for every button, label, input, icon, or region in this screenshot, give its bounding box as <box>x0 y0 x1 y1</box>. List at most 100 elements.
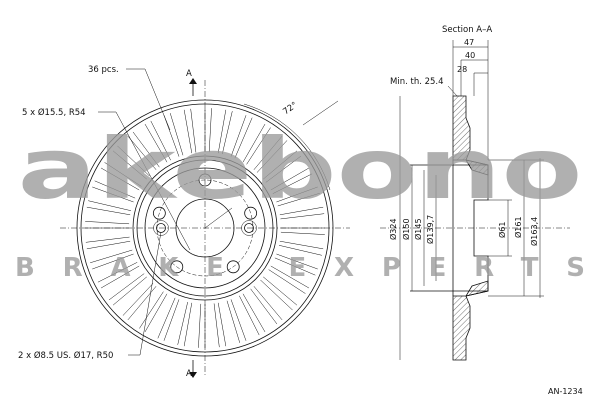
vane-line <box>230 299 247 341</box>
vane-line <box>183 109 193 154</box>
vane-line <box>112 276 147 306</box>
vane-line <box>127 286 157 321</box>
callout-min-thickness: Min. th. 25.4 <box>390 77 444 87</box>
vane-line <box>108 273 145 301</box>
vane-line <box>86 240 131 250</box>
vane-line <box>279 240 324 250</box>
callout-bolt-holes: 5 x Ø15.5, R54 <box>22 107 86 118</box>
leader-vanes <box>126 68 171 131</box>
vane-line <box>104 162 142 187</box>
angle-extension <box>302 100 339 126</box>
bolt-hole <box>226 260 240 274</box>
dia-163-4: Ø163,4 <box>529 217 539 246</box>
vane-line <box>263 150 298 180</box>
vane-line <box>217 302 227 347</box>
section-mark-top: A <box>186 69 192 79</box>
vane-line <box>92 253 134 270</box>
section-view: Section A–A 47 40 28 Min. th. 25.4 <box>380 25 570 361</box>
vane-line <box>86 206 131 216</box>
cooling-vanes <box>85 108 325 348</box>
vane-line <box>190 108 197 153</box>
leader-min-thickness <box>447 85 458 97</box>
vane-line <box>177 301 188 345</box>
dim-40: 40 <box>465 51 475 60</box>
vane-line <box>242 293 266 333</box>
vane-line <box>127 135 157 170</box>
vane-line <box>94 180 136 199</box>
vane-line <box>88 200 132 211</box>
vane-line <box>263 276 298 306</box>
section-title: Section A–A <box>442 25 492 35</box>
callout-angle: 72° <box>281 100 299 117</box>
bolt-hole <box>152 206 166 220</box>
vane-line <box>183 302 193 347</box>
vane-line <box>208 108 212 153</box>
vane-line <box>277 192 320 207</box>
vane-line <box>280 231 325 235</box>
friction-ring-top <box>452 95 471 161</box>
vane-line <box>132 131 160 168</box>
vane-line <box>268 269 306 294</box>
vane-line <box>253 286 283 321</box>
vane-line <box>253 135 283 170</box>
callout-vanes: 36 pcs. <box>88 65 119 75</box>
vane-line <box>144 293 168 333</box>
section-arrow-bottom <box>189 372 197 378</box>
vane-line <box>276 253 318 270</box>
watermark-tagline: BRAKE EXPERTS <box>15 253 585 283</box>
angle-ray <box>204 207 233 229</box>
dia-324: Ø324 <box>388 218 398 240</box>
section-arrow-top <box>189 78 197 84</box>
footer-code: AN-1234 <box>548 387 583 396</box>
hat-wall-top <box>465 159 489 176</box>
vane-line <box>246 127 271 165</box>
dim-28: 28 <box>457 65 467 74</box>
vane-line <box>92 186 134 203</box>
bolt-hole <box>170 260 184 274</box>
vane-line <box>100 265 140 289</box>
vane-line <box>265 155 302 183</box>
vane-line <box>230 115 247 157</box>
vane-line <box>280 213 325 220</box>
vane-line <box>85 236 130 243</box>
vane-line <box>163 299 180 341</box>
vane-line <box>85 221 130 225</box>
angle-arc <box>243 103 331 191</box>
vane-line <box>144 123 168 163</box>
vane-line <box>256 140 288 173</box>
vane-line <box>260 279 293 311</box>
callout-aux-holes: 2 x Ø8.5 US. Ø17, R50 <box>18 350 113 361</box>
watermark-logo: akebono <box>18 120 583 218</box>
vane-line <box>272 173 313 194</box>
vane-line <box>234 117 253 159</box>
section-mark-bottom: A <box>186 369 192 379</box>
vane-line <box>198 303 202 348</box>
dia-61: Ø61 <box>497 222 507 238</box>
vane-line <box>139 291 164 329</box>
vane-line <box>270 167 310 191</box>
leader-bolt-holes <box>98 111 191 251</box>
leader-aux-holes <box>128 231 162 356</box>
bolt-hole <box>244 206 258 220</box>
vane-line <box>276 186 318 203</box>
vane-line <box>242 123 266 163</box>
vane-line <box>122 283 154 316</box>
vane-line <box>274 257 316 276</box>
dia-161: Ø161 <box>513 216 523 238</box>
vane-line <box>150 120 171 161</box>
vane-line <box>213 303 220 348</box>
vane-line <box>112 150 147 180</box>
dim-47: 47 <box>464 38 474 47</box>
vane-line <box>157 297 176 339</box>
front-view: A A 36 pcs. 5 x Ø15.5, R54 2 x Ø8.5 US. … <box>18 65 350 379</box>
watermark: akebono BRAKE EXPERTS <box>15 120 585 283</box>
vane-line <box>163 115 180 157</box>
dia-145: Ø145 <box>413 218 423 240</box>
vane-line <box>250 288 278 325</box>
vane-line <box>239 295 260 336</box>
vane-line <box>279 206 324 216</box>
friction-ring-bottom <box>452 295 471 361</box>
vane-line <box>270 265 310 289</box>
